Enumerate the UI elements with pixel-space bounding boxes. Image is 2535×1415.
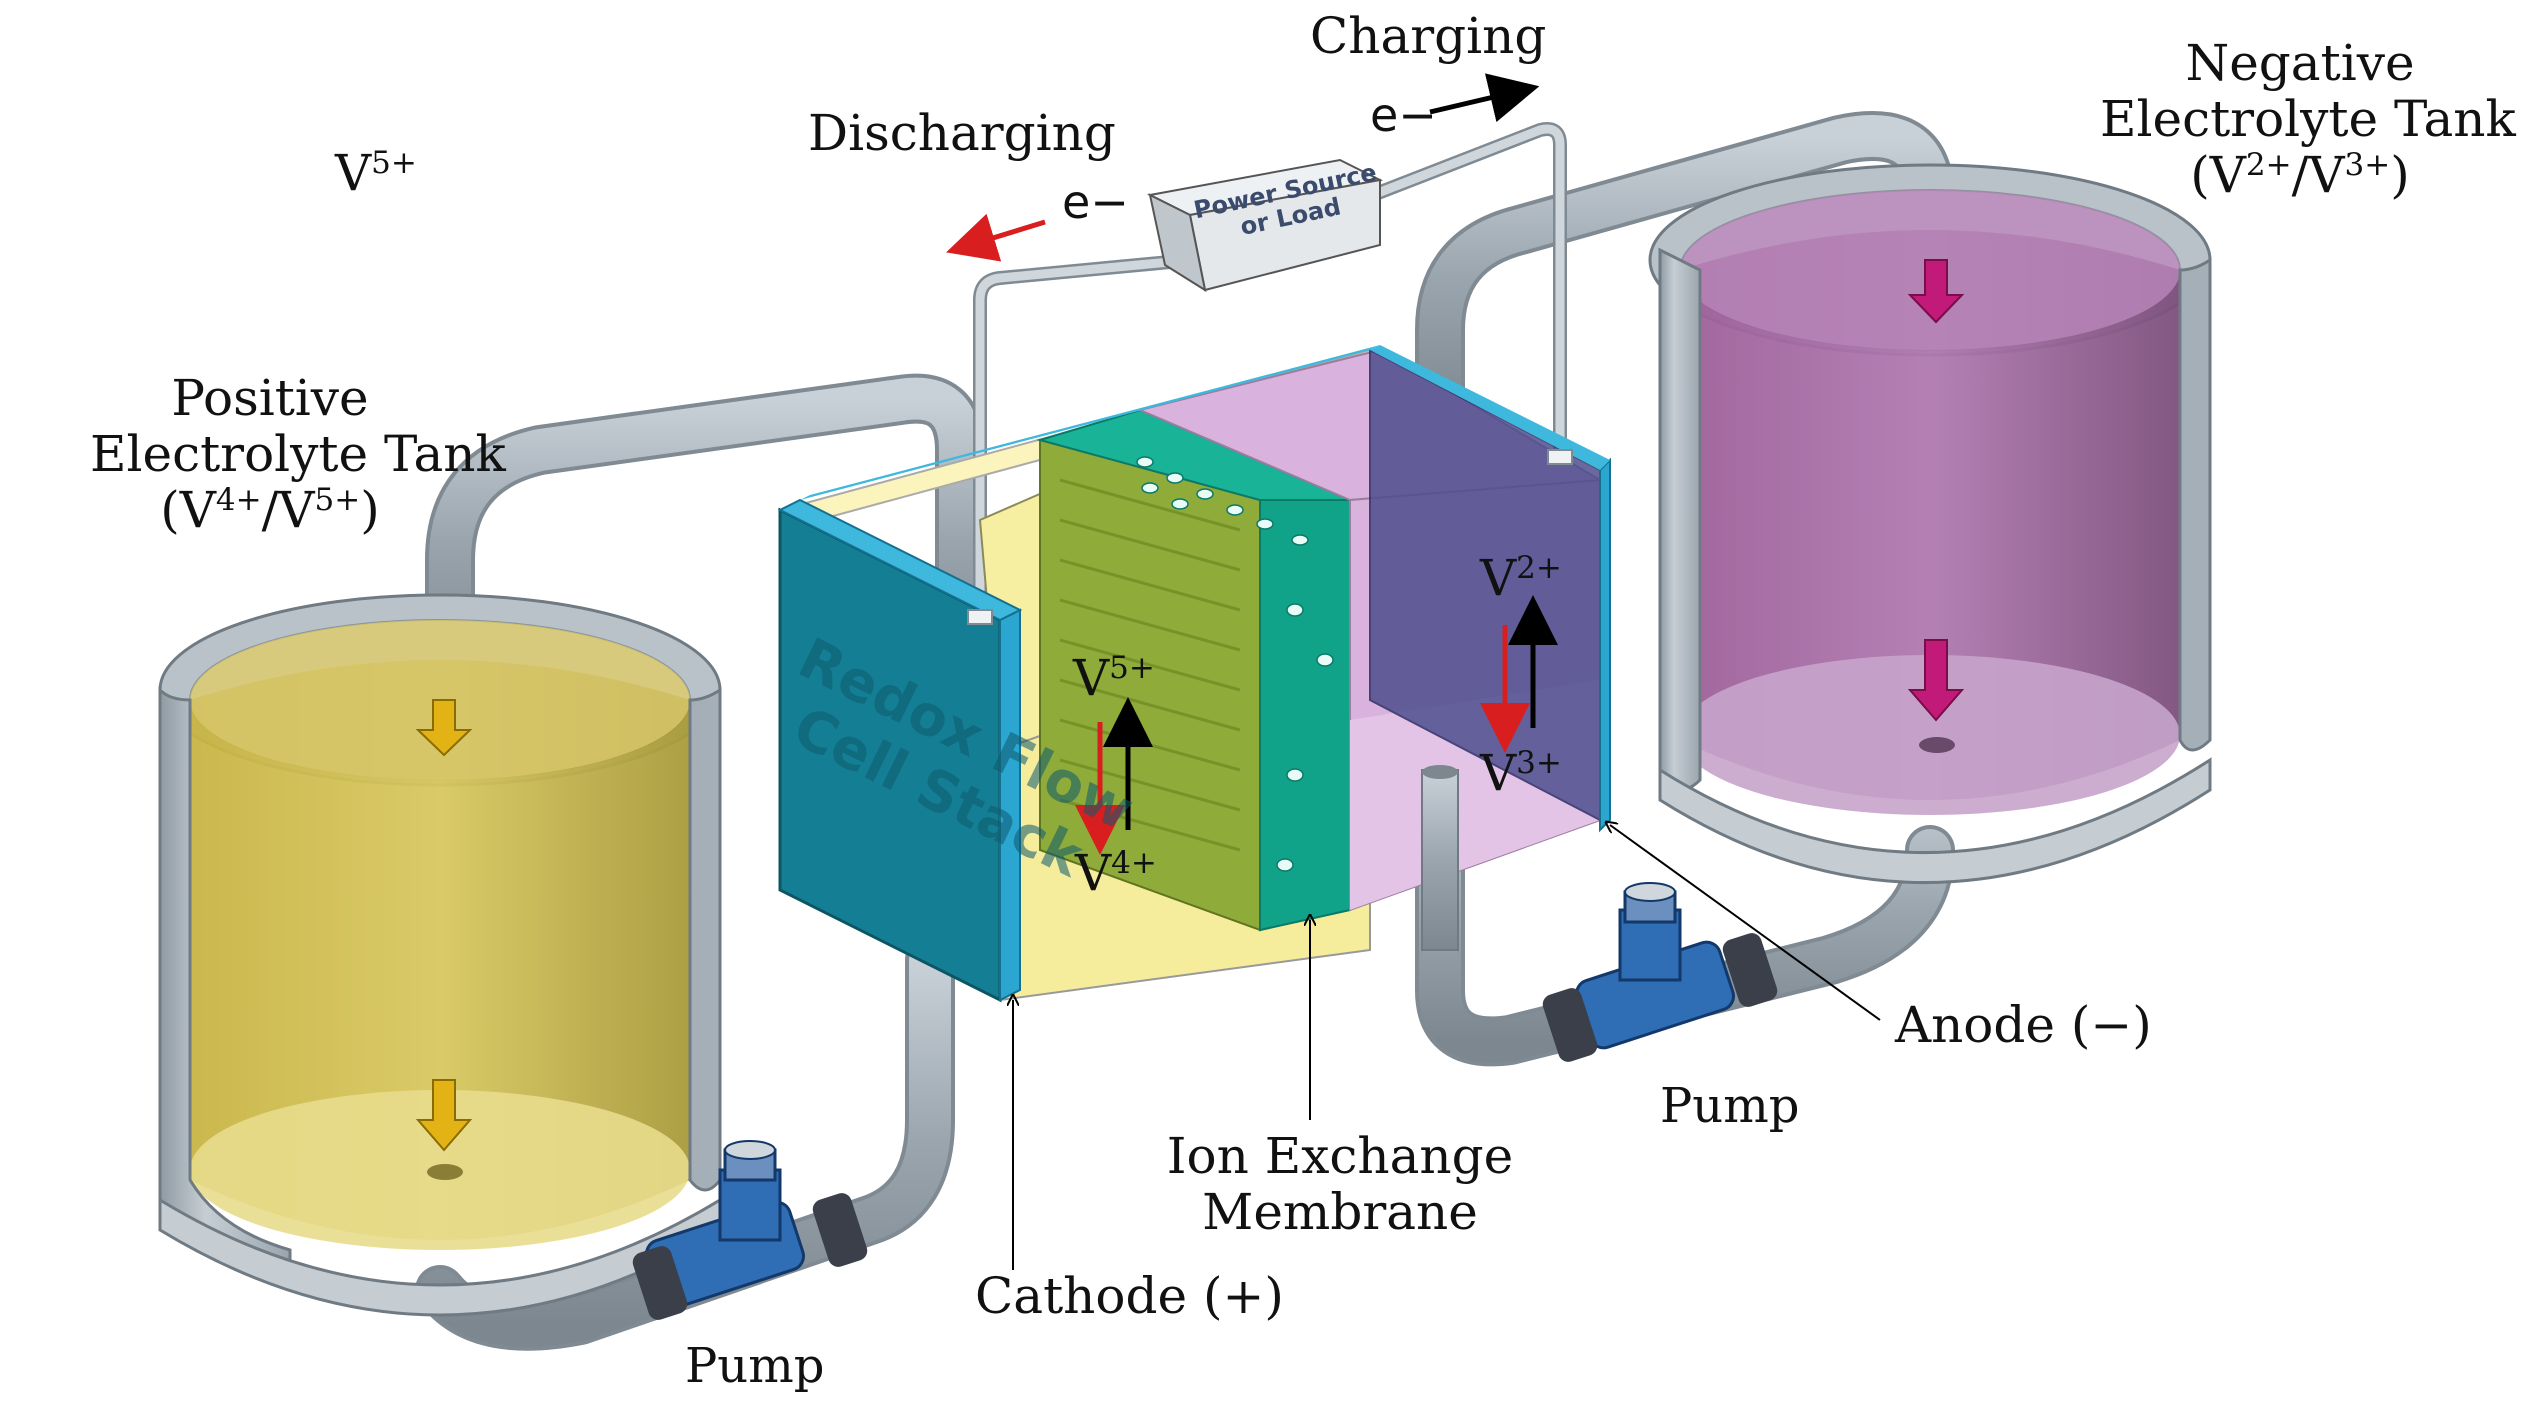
positive-electrolyte-tank [158, 593, 722, 1317]
pump-left-label: Pump [685, 1338, 825, 1394]
cathode-v4-base: V [1075, 844, 1112, 902]
nt-l3-c: ) [2390, 146, 2410, 204]
cathode-v4-label: V4+ [1075, 845, 1157, 901]
nt-l3-a: (V [2190, 146, 2246, 204]
positive-tank-line3: (V4+/V5+) [90, 482, 450, 538]
nt-l3-sup1: 2+ [2245, 146, 2292, 183]
v5-top-label: V5+ [335, 145, 417, 201]
membrane-label: Ion Exchange Membrane [1160, 1128, 1520, 1240]
electron-charge-label: e− [1370, 88, 1437, 142]
pt-l3-b: /V [261, 481, 315, 539]
positive-tank-line1: Positive [171, 369, 369, 427]
charging-label: Charging [1310, 7, 1547, 65]
nt-l3-sup2: 3+ [2344, 146, 2391, 183]
anode-v2-label: V2+ [1480, 550, 1562, 606]
pt-l3-sup1: 4+ [215, 481, 262, 518]
negative-tank-line3: (V2+/V3+) [2100, 147, 2500, 203]
discharging-label: Discharging [808, 104, 1116, 162]
anode-v3-sup: 3+ [1516, 744, 1562, 781]
pump-right-label: Pump [1660, 1078, 1800, 1134]
leader-lines [1013, 825, 1881, 1270]
positive-tank-line2: Electrolyte Tank [90, 425, 506, 483]
pump-right-graphic [1542, 882, 1778, 1062]
external-wires [973, 122, 1567, 627]
anode-v3-base: V [1480, 744, 1517, 802]
negative-electrolyte-tank [1648, 163, 2212, 885]
negative-tank-label: Negative Electrolyte Tank (V2+/V3+) [2100, 34, 2516, 203]
cathode-v5-base: V [1073, 649, 1110, 707]
v5-top-sup: 5+ [371, 144, 417, 181]
anode-v3-label: V3+ [1480, 745, 1562, 801]
negative-tank-line1: Negative [2185, 34, 2415, 92]
v5-top-base: V [335, 144, 372, 202]
anode-label: Anode (−) [1895, 996, 2152, 1054]
cathode-v5-sup: 5+ [1109, 649, 1155, 686]
pt-l3-a: (V [160, 481, 216, 539]
anode-v2-base: V [1480, 549, 1517, 607]
cathode-v5-label: V5+ [1073, 650, 1155, 706]
membrane-line2: Membrane [1202, 1183, 1478, 1241]
negative-tank-line2: Electrolyte Tank [2100, 90, 2516, 148]
pt-l3-sup2: 5+ [314, 481, 361, 518]
positive-tank-label: Positive Electrolyte Tank (V4+/V5+) [90, 369, 506, 538]
electron-discharge-label: e− [1062, 175, 1129, 229]
nt-l3-b: /V [2291, 146, 2345, 204]
electron-arrows [946, 73, 1540, 262]
pump-left-graphic [632, 1140, 868, 1320]
cell-stack [777, 345, 1611, 1003]
pt-l3-c: ) [360, 481, 380, 539]
anode-v2-sup: 2+ [1516, 549, 1562, 586]
cathode-v4-sup: 4+ [1111, 844, 1157, 881]
cathode-label: Cathode (+) [975, 1267, 1284, 1325]
membrane-line1: Ion Exchange [1166, 1127, 1514, 1185]
power-source-box [1146, 158, 1384, 293]
ion-arrows [1075, 595, 1558, 855]
